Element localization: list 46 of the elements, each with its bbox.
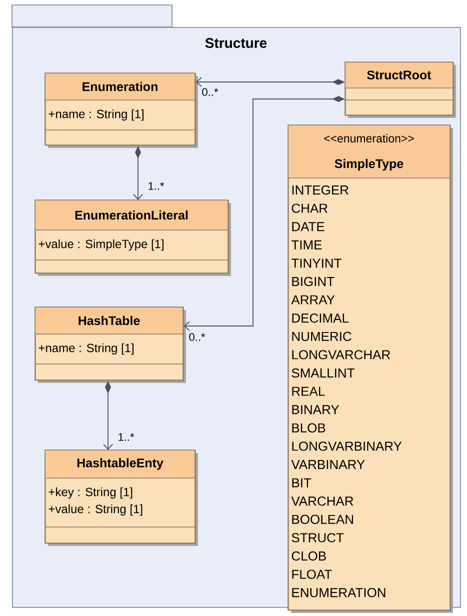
enum-literal: SMALLINT [292, 368, 354, 378]
class-name: EnumerationLiteral [75, 210, 188, 220]
class-box [34, 306, 186, 383]
multiplicity-label: 1..* [147, 182, 165, 190]
class-name: SimpleType [334, 158, 404, 171]
enum-literal: FLOAT [292, 570, 332, 579]
class-box [44, 72, 198, 148]
enum-literal: TINYINT [292, 258, 342, 268]
enum-literal: STRUCT [292, 533, 344, 542]
enum-literal: VARBINARY [291, 460, 365, 469]
stereotype-label: <<enumeration>> [324, 134, 414, 142]
class-name: HashTable [78, 316, 140, 326]
enum-literal: REAL [292, 386, 325, 396]
enum-literal: BOOLEAN [292, 514, 353, 524]
enum-literal: LONGVARBINARY [292, 442, 402, 451]
multiplicity-label: 1..* [117, 432, 135, 442]
enum-literal: ARRAY [291, 295, 335, 304]
attribute-text: +name : String [1] [38, 343, 134, 355]
class-name: Enumeration [82, 82, 158, 92]
attribute-text: +value : SimpleType [1] [38, 239, 164, 251]
multiplicity-label: 0..* [201, 88, 219, 96]
attribute-text: +key : String [1] [48, 487, 132, 499]
class-name: HashtableEnty [77, 458, 164, 470]
enum-literal: DATE [292, 222, 324, 232]
enum-literal: INTEGER [292, 185, 348, 195]
class-box [288, 124, 453, 613]
enum-literal: TIME [292, 240, 322, 250]
enum-literal: CLOB [292, 551, 326, 561]
package-title: Structure [205, 38, 267, 48]
attribute-text: +value : String [1] [48, 504, 142, 516]
enum-literal: DECIMAL [292, 314, 349, 323]
enum-literal: BIGINT [292, 276, 334, 286]
class-box [34, 200, 231, 276]
enum-literal: VARCHAR [291, 496, 354, 506]
class-box [44, 450, 198, 546]
attribute-text: +name : String [1] [48, 109, 144, 121]
class-name: StructRoot [367, 70, 432, 80]
enum-literal: NUMERIC [292, 332, 352, 341]
multiplicity-label: 0..* [188, 332, 206, 342]
enum-literal: LONGVARCHAR [292, 350, 390, 360]
class-box [344, 62, 456, 118]
enum-literal: ENUMERATION [292, 588, 386, 598]
enum-literal: BLOB [292, 423, 326, 432]
enum-literal: CHAR [292, 204, 328, 213]
enum-literal: BIT [292, 478, 312, 488]
enum-literal: BINARY [292, 405, 340, 414]
